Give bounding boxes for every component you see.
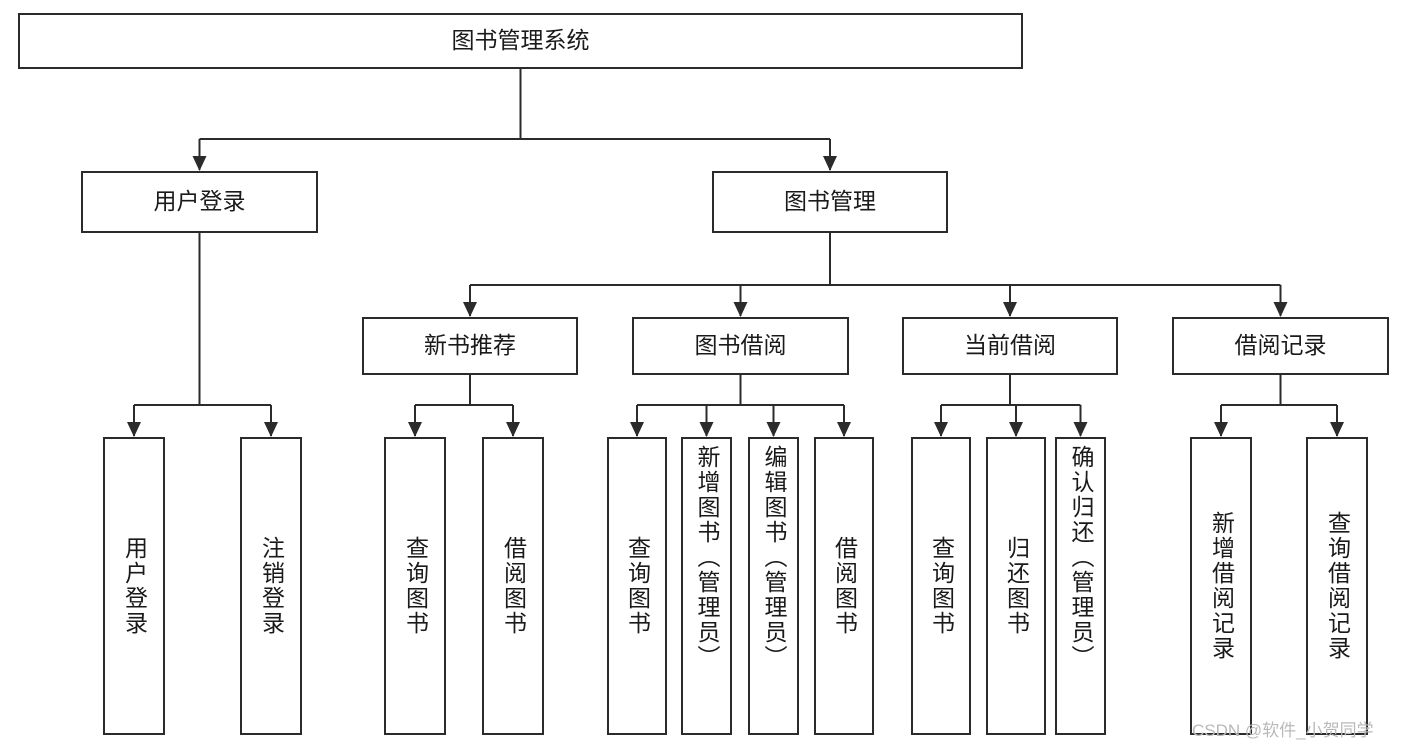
node-label: 图书管理系统 [451, 27, 590, 54]
node-book-manage[interactable]: 图书管理 [712, 171, 948, 233]
arrow-head-icon [1214, 422, 1228, 437]
arrow-head-icon [934, 422, 948, 437]
node-current-borrow[interactable]: 当前借阅 [902, 317, 1118, 375]
arrow-head-icon [1073, 422, 1088, 437]
node-label: 当前借阅 [964, 332, 1056, 359]
node-leaf-borrow-book-2[interactable]: 借阅图书 [814, 437, 874, 735]
node-label: 归还图书 [1003, 536, 1030, 636]
node-label: 新增图书（管理员） [694, 445, 720, 670]
arrow-head-icon [192, 156, 207, 171]
node-label: 借阅图书 [831, 536, 858, 636]
node-leaf-add-borrow-record[interactable]: 新增借阅记录 [1190, 437, 1252, 735]
node-label: 编辑图书（管理员） [761, 445, 787, 670]
node-label: 确认归还（管理员） [1068, 445, 1094, 670]
node-label: 用户登录 [121, 536, 148, 636]
arrow-head-icon [733, 302, 748, 317]
node-leaf-query-borrow-record[interactable]: 查询借阅记录 [1306, 437, 1368, 735]
arrow-head-icon [506, 422, 520, 437]
node-label: 借阅记录 [1234, 332, 1327, 359]
arrow-head-icon [1003, 302, 1017, 317]
node-borrow-record[interactable]: 借阅记录 [1172, 317, 1389, 375]
node-label: 新书推荐 [424, 332, 516, 359]
node-leaf-add-book-admin[interactable]: 新增图书（管理员） [681, 437, 732, 735]
node-leaf-query-book-1[interactable]: 查询图书 [384, 437, 446, 735]
arrow-head-icon [1009, 422, 1023, 437]
node-leaf-query-book-3[interactable]: 查询图书 [911, 437, 971, 735]
node-leaf-confirm-return-admin[interactable]: 确认归还（管理员） [1055, 437, 1106, 735]
node-label: 查询图书 [402, 536, 429, 636]
node-label: 图书管理 [784, 188, 876, 215]
arrow-head-icon [1330, 422, 1344, 437]
arrow-head-icon [766, 422, 781, 437]
arrow-head-icon [823, 156, 837, 171]
node-label: 用户登录 [153, 188, 246, 215]
arrow-head-icon [1273, 302, 1288, 317]
node-user-login[interactable]: 用户登录 [81, 171, 318, 233]
node-leaf-query-book-2[interactable]: 查询图书 [607, 437, 667, 735]
node-root[interactable]: 图书管理系统 [18, 13, 1023, 69]
node-label: 新增借阅记录 [1208, 511, 1235, 661]
arrow-head-icon [699, 422, 714, 437]
arrow-head-icon [127, 422, 141, 437]
arrow-head-icon [408, 422, 422, 437]
arrow-head-icon [630, 422, 644, 437]
node-leaf-logout-login[interactable]: 注销登录 [240, 437, 302, 735]
arrow-head-icon [837, 422, 851, 437]
node-label: 查询图书 [624, 536, 651, 636]
node-book-borrow[interactable]: 图书借阅 [632, 317, 849, 375]
node-leaf-return-book[interactable]: 归还图书 [986, 437, 1046, 735]
node-label: 注销登录 [258, 536, 285, 636]
arrow-head-icon [264, 422, 278, 437]
node-new-book-recommend[interactable]: 新书推荐 [362, 317, 578, 375]
node-leaf-user-login[interactable]: 用户登录 [103, 437, 165, 735]
node-label: 查询借阅记录 [1324, 511, 1351, 661]
arrow-head-icon [463, 302, 477, 317]
node-label: 查询图书 [928, 536, 955, 636]
node-leaf-borrow-book-1[interactable]: 借阅图书 [482, 437, 544, 735]
node-label: 图书借阅 [694, 332, 787, 359]
node-leaf-edit-book-admin[interactable]: 编辑图书（管理员） [748, 437, 799, 735]
node-label: 借阅图书 [500, 536, 527, 636]
